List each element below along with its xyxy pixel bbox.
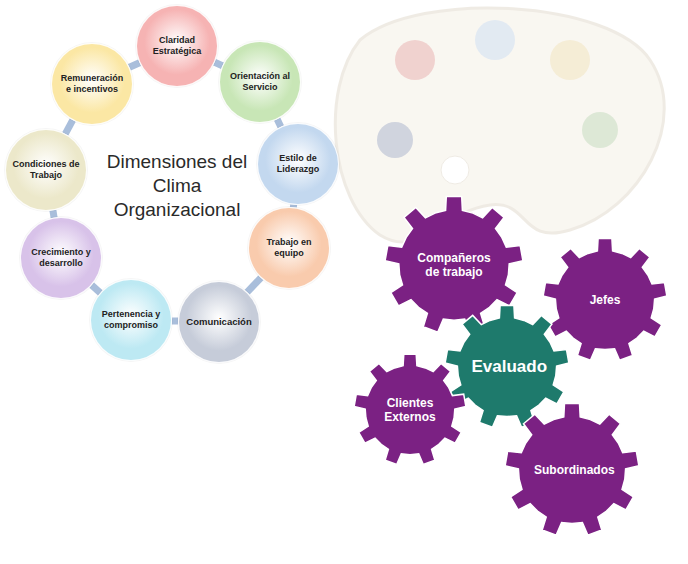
ring-connector	[65, 120, 72, 134]
gear-outline	[543, 238, 667, 360]
gear-outline	[354, 354, 466, 464]
dimension-circle: Estilo de Liderazgo	[257, 123, 339, 205]
gear-label: Evaluado	[472, 357, 543, 377]
dimension-label: Remuneración e incentivos	[58, 73, 126, 95]
dimension-circle: Comunicación	[178, 281, 260, 363]
palette-illustration	[335, 8, 664, 242]
dimension-label: Crecimiento y desarrollo	[27, 247, 95, 269]
dimension-label: Trabajo en equipo	[255, 237, 323, 259]
dimension-circle: Orientación al Servicio	[219, 41, 301, 123]
gear-label: Compañeros de trabajo	[415, 251, 493, 280]
evaluator-gear: Clientes Externos	[353, 353, 467, 467]
evaluated-gear: Evaluado	[444, 304, 570, 430]
gear-label: Jefes	[590, 293, 621, 307]
dimension-circle: Pertenencia y compromiso	[90, 279, 172, 361]
ring-title: Dimensiones del Clima Organizacional	[95, 150, 259, 221]
evaluator-gear: Jefes	[542, 237, 668, 363]
gear-label: Clientes Externos	[378, 396, 442, 425]
dimension-circle: Remuneración e incentivos	[51, 43, 133, 125]
gear-outline	[505, 403, 639, 535]
gear-label: Subordinados	[534, 463, 610, 477]
ring-connector	[92, 285, 101, 293]
dimension-circle: Claridad Estratégica	[136, 5, 218, 87]
dimension-circle: Crecimiento y desarrollo	[20, 217, 102, 299]
dimension-label: Condiciones de Trabajo	[12, 159, 80, 181]
dimension-label: Orientación al Servicio	[226, 71, 294, 93]
dimension-label: Claridad Estratégica	[143, 35, 211, 57]
dimension-circle: Trabajo en equipo	[248, 207, 330, 289]
evaluator-gear: Subordinados	[504, 402, 640, 538]
dimension-label: Pertenencia y compromiso	[97, 309, 165, 331]
dimension-label: Comunicación	[186, 316, 251, 327]
dimension-label: Estilo de Liderazgo	[264, 153, 332, 175]
ring-connector	[129, 63, 139, 68]
dimension-circle: Condiciones de Trabajo	[5, 129, 87, 211]
gear-outline	[445, 305, 569, 427]
ring-connector	[247, 278, 261, 292]
